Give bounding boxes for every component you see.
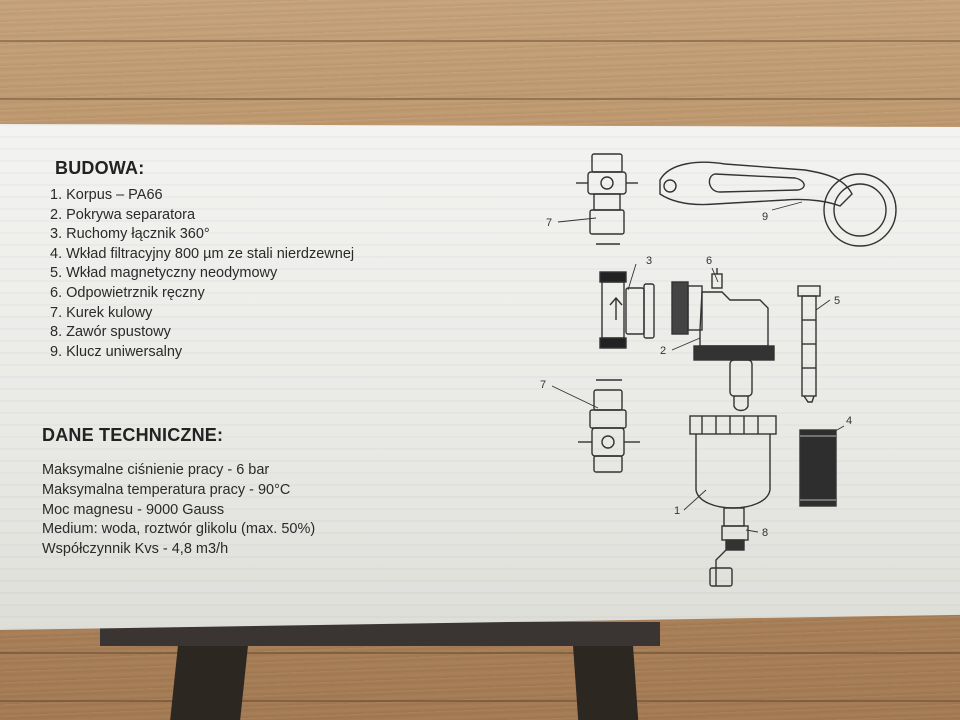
- list-item: 2. Pokrywa separatora: [50, 206, 196, 223]
- exploded-parts-diagram: 7 9 3 6 5 2 7 4 1 8: [540, 153, 897, 587]
- list-item: 5. Wkład magnetyczny neodymowy: [50, 265, 278, 282]
- callout-label: 7: [546, 217, 552, 229]
- dane-techniczne-heading: DANE TECHNICZNE:: [42, 425, 224, 445]
- callout-label: 1: [674, 505, 680, 517]
- cardboard-ridges: [0, 124, 960, 630]
- list-item: 1. Korpus – PA66: [50, 187, 163, 203]
- ball-valve-top-drawing: [576, 153, 638, 245]
- spec-item: Współczynnik Kvs - 4,8 m3/h: [42, 541, 229, 558]
- callout-label: 9: [762, 211, 768, 223]
- budowa-heading: BUDOWA:: [55, 158, 145, 178]
- callout-label: 3: [646, 255, 652, 267]
- magnetic-insert-drawing: [797, 285, 821, 403]
- callout-label: 6: [706, 255, 712, 267]
- ball-valve-bottom-drawing: [578, 379, 640, 473]
- callout-label: 4: [846, 415, 852, 427]
- callout-label: 2: [660, 345, 666, 357]
- parts-list: 1. Korpus – PA66 2. Pokrywa separatora 3…: [50, 186, 354, 362]
- leader-lines: [551, 201, 845, 533]
- list-item: 7. Kurek kulowy: [50, 304, 153, 321]
- product-box-panel: [0, 124, 960, 630]
- list-item: 3. Ruchomy łącznik 360°: [50, 226, 210, 243]
- separator-body-drawing: [689, 415, 777, 587]
- list-item: 4. Wkład filtracyjny 800 µm ze stali nie…: [50, 245, 355, 262]
- swivel-connector-drawing: [599, 271, 655, 349]
- spec-item: Medium: woda, roztwór glikolu (max. 50%): [42, 521, 316, 538]
- filter-insert-drawing: [799, 429, 837, 507]
- callout-label: 7: [540, 379, 546, 391]
- spec-item: Maksymalne ciśnienie pracy - 6 bar: [42, 462, 270, 478]
- spec-item: Maksymalna temperatura pracy - 90°C: [42, 481, 291, 498]
- callout-label: 8: [762, 527, 768, 539]
- universal-wrench-drawing: [659, 161, 897, 247]
- separator-cover-drawing: [671, 268, 775, 412]
- list-item: 6. Odpowietrznik ręczny: [50, 284, 205, 301]
- list-item: 9. Klucz uniwersalny: [50, 343, 183, 360]
- callout-label: 5: [834, 295, 840, 307]
- list-item: 8. Zawór spustowy: [50, 324, 171, 341]
- spec-item: Moc magnesu - 9000 Gauss: [42, 501, 225, 518]
- specs-list: Maksymalne ciśnienie pracy - 6 bar Maksy…: [42, 461, 315, 560]
